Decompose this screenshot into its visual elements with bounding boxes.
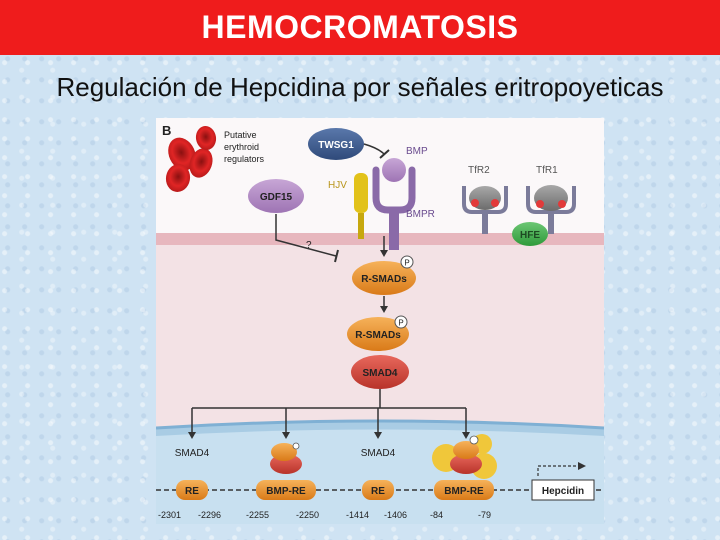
rsmads-complex <box>347 317 409 351</box>
bmp-label: BMP <box>406 146 428 157</box>
bmpre-label-1: BMP-RE <box>266 486 306 497</box>
hepcidin-regulation-figure: B Putative erythroid regulators TWSG1 GD… <box>156 118 604 524</box>
slide-title: HEMOCROMATOSIS <box>201 9 519 45</box>
hfe-label: HFE <box>520 230 540 241</box>
cell-membrane <box>156 233 604 245</box>
extracellular-space <box>156 118 604 233</box>
phospho-badge-2: P <box>398 319 403 328</box>
smad-complex-bmpre1 <box>270 442 302 474</box>
bmpr-receptor <box>372 166 416 250</box>
tfr1-receptor <box>526 185 576 234</box>
panel-label: B <box>162 123 171 138</box>
gdf15-label: GDF15 <box>260 192 293 203</box>
twsg1-label: TWSG1 <box>318 140 354 151</box>
position-1: -2301 <box>158 510 181 520</box>
gdf15-molecule <box>248 179 304 213</box>
phospho-badge-1: P <box>404 259 409 268</box>
rsmads-phosphorylated <box>352 261 416 295</box>
position-7: -84 <box>430 510 443 520</box>
bmp-ligand <box>382 158 406 182</box>
hfe-protein <box>512 222 548 246</box>
position-6: -1406 <box>384 510 407 520</box>
tfr2-label: TfR2 <box>468 165 490 176</box>
smad4-complex-label: SMAD4 <box>362 368 397 379</box>
position-4: -2250 <box>296 510 319 520</box>
gdf15-inhibition-line <box>275 214 337 257</box>
smad-complex-bmpre2 <box>432 434 497 479</box>
hepcidin-label: Hepcidin <box>542 486 584 497</box>
hepcidin-gene <box>531 479 595 501</box>
tfr2-receptor <box>462 186 508 234</box>
position-3: -2255 <box>246 510 269 520</box>
position-5: -1414 <box>346 510 369 520</box>
rsmads-label-2: R-SMADs <box>355 330 401 341</box>
position-2: -2296 <box>198 510 221 520</box>
re-label-1: RE <box>185 486 199 497</box>
re-element-2 <box>362 480 394 500</box>
tfr1-label: TfR1 <box>536 165 558 176</box>
erythroid-label-line3: regulators <box>224 154 265 164</box>
re-element-1 <box>176 480 208 500</box>
rsmads-label-1: R-SMADs <box>361 274 407 285</box>
erythroid-label-line1: Putative <box>224 130 257 140</box>
bmpre-element-1 <box>256 480 316 500</box>
slide-subtitle: Regulación de Hepcidina por señales erit… <box>56 72 664 102</box>
transcription-arrow <box>537 465 580 476</box>
position-8: -79 <box>478 510 491 520</box>
re-label-2: RE <box>371 486 385 497</box>
twsg1-molecule <box>308 128 364 160</box>
smad4-complex <box>351 355 409 389</box>
question-mark: ? <box>306 240 312 251</box>
smad4-left-label: SMAD4 <box>175 448 210 459</box>
bmpre-label-2: BMP-RE <box>444 486 484 497</box>
red-blood-cells-icon <box>165 126 217 192</box>
smad4-mid-label: SMAD4 <box>361 448 396 459</box>
erythroid-label-line2: erythroid <box>224 142 259 152</box>
pathway-diagram: B Putative erythroid regulators TWSG1 GD… <box>156 118 604 524</box>
hjv-coreceptor <box>354 173 368 239</box>
hjv-label: HJV <box>328 180 347 191</box>
bmpr-label: BMPR <box>406 209 435 220</box>
nuclear-translocation-lines <box>191 389 467 434</box>
title-bar: HEMOCROMATOSIS <box>0 0 720 55</box>
bmpre-element-2 <box>434 480 494 500</box>
